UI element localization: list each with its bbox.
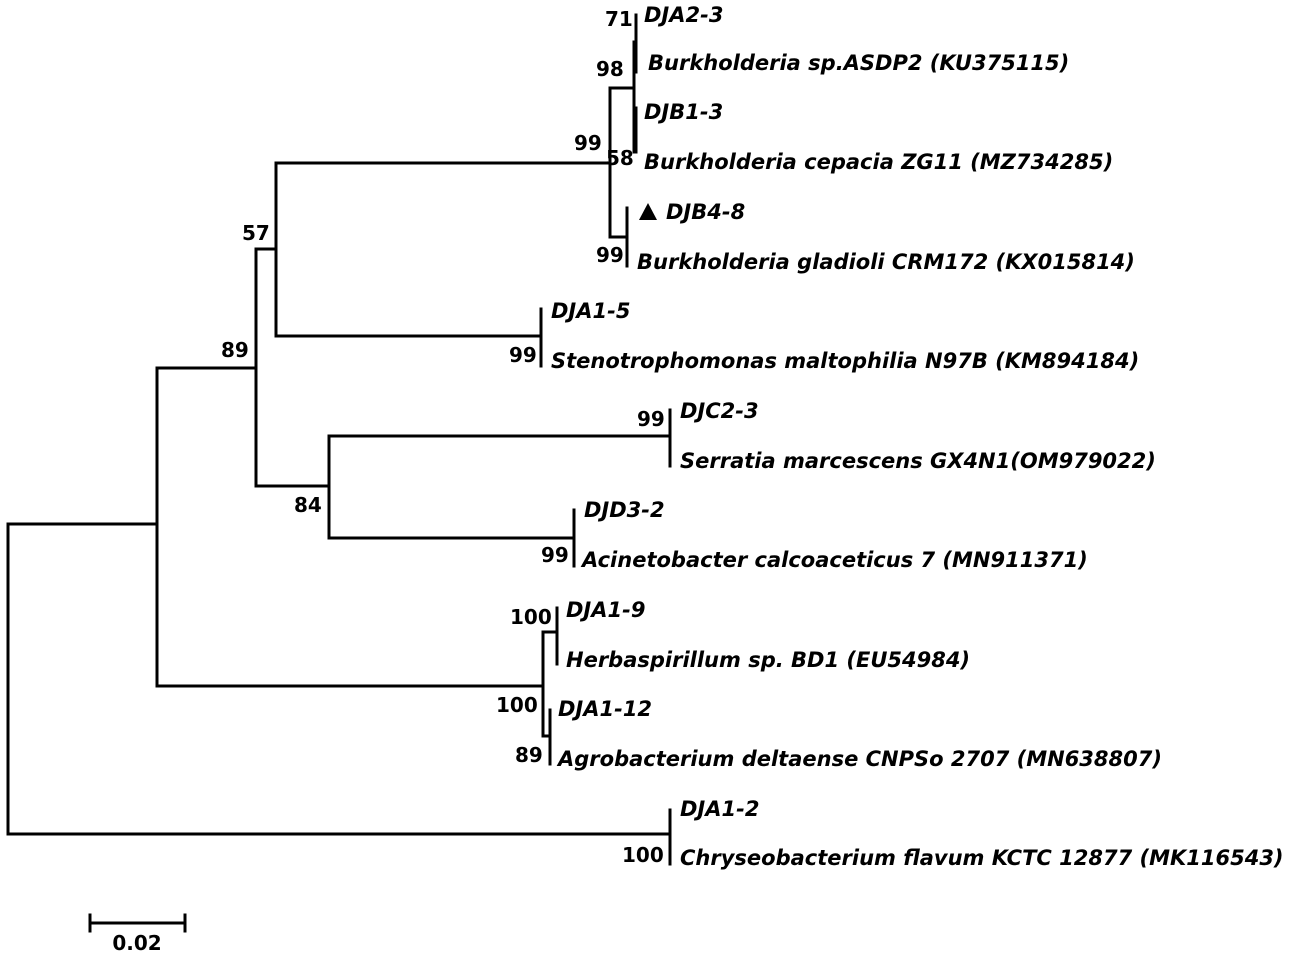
bootstrap-99-gladioli: 99 <box>596 243 624 267</box>
bootstrap-89-agrobacterium: 89 <box>515 743 543 767</box>
bootstrap-84: 84 <box>294 493 322 517</box>
burkholderia-clade-branches <box>608 86 636 239</box>
tree-branches <box>6 13 672 866</box>
bootstrap-99-stenotrophomonas: 99 <box>509 343 537 367</box>
leaf-label-dja1-5: DJA1-5 <box>551 299 630 323</box>
leaf-label-burkholderia-asdp2: Burkholderia sp.ASDP2 (KU375115) <box>648 51 1069 75</box>
leaf-label-dja2-3: DJA2-3 <box>644 3 723 27</box>
root-node-branches <box>6 522 672 836</box>
bootstrap-98: 98 <box>596 57 624 81</box>
bootstrap-89-node: 89 <box>221 338 249 362</box>
leaf-label-dja1-9: DJA1-9 <box>566 598 645 622</box>
leaf-label-burkholderia-gladioli: Burkholderia gladioli CRM172 (KX015814) <box>637 250 1135 274</box>
node-89-branches <box>254 247 331 488</box>
scale-bar-label: 0.02 <box>112 931 161 955</box>
triangle-marker-icon <box>639 203 657 220</box>
bootstrap-99-acinetobacter: 99 <box>541 543 569 567</box>
leaf-label-djb4-8: DJB4-8 <box>666 200 745 224</box>
leaf-label-agrobacterium: Agrobacterium deltaense CNPSo 2707 (MN63… <box>556 747 1162 771</box>
node-57-branches <box>274 161 612 338</box>
leaf-label-burkholderia-cepacia: Burkholderia cepacia ZG11 (MZ734285) <box>644 150 1113 174</box>
leaf-label-acinetobacter: Acinetobacter calcoaceticus 7 (MN911371) <box>580 548 1088 572</box>
bootstrap-71: 71 <box>605 7 633 31</box>
leaf-label-dja1-12: DJA1-12 <box>558 697 652 721</box>
scale-bar: 0.02 <box>88 913 187 955</box>
node-84-branches <box>327 434 672 540</box>
leaf-labels: DJA2-3 Burkholderia sp.ASDP2 (KU375115) … <box>551 3 1284 870</box>
bootstrap-99-burkholderia: 99 <box>574 131 602 155</box>
bootstrap-99-serratia: 99 <box>637 407 665 431</box>
leaf-label-djd3-2: DJD3-2 <box>584 498 665 522</box>
bootstrap-100-chryseobacterium: 100 <box>622 843 664 867</box>
leaf-label-dja1-2: DJA1-2 <box>680 797 759 821</box>
leaf-label-herbaspirillum: Herbaspirillum sp. BD1 (EU54984) <box>566 648 970 672</box>
leaf-label-stenotrophomonas: Stenotrophomonas maltophilia N97B (KM894… <box>551 349 1139 373</box>
scale-bar-line <box>88 913 187 933</box>
bootstrap-values: 71 98 99 58 99 57 89 99 99 84 99 100 100… <box>221 7 665 867</box>
leaf-label-djb1-3: DJB1-3 <box>644 100 723 124</box>
leaf-label-djc2-3: DJC2-3 <box>680 399 759 423</box>
bootstrap-100-herbaspirillum: 100 <box>510 605 552 629</box>
bootstrap-58: 58 <box>606 146 634 170</box>
bootstrap-100-clade: 100 <box>496 693 538 717</box>
leaf-label-serratia: Serratia marcescens GX4N1(OM979022) <box>680 449 1156 473</box>
leaf-label-chryseobacterium: Chryseobacterium flavum KCTC 12877 (MK11… <box>680 846 1284 870</box>
bootstrap-57: 57 <box>242 221 270 245</box>
ingroup-node-branches <box>155 366 545 688</box>
